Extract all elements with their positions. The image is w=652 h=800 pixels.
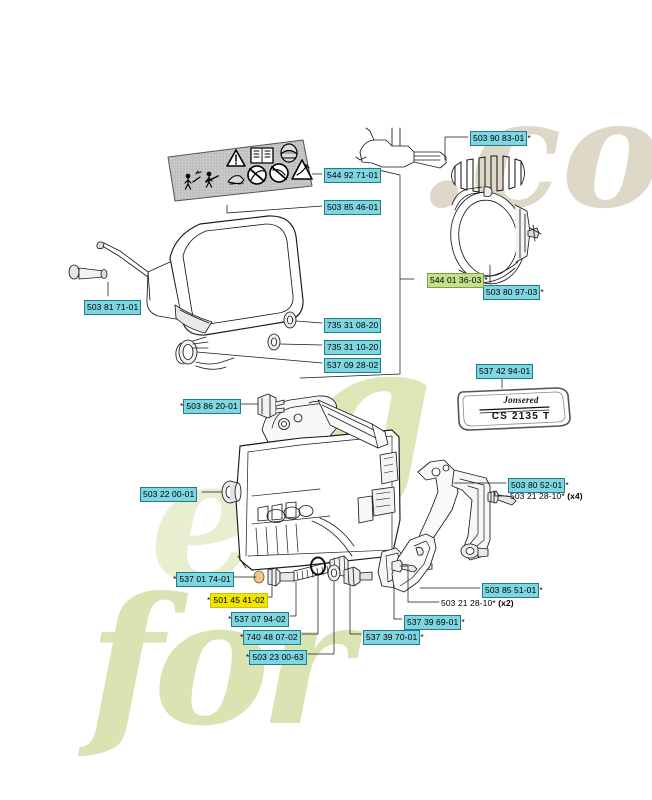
callout-503-85-46-01[interactable]: 503 85 46-01 <box>324 200 382 215</box>
callout-suffix: * <box>565 480 569 490</box>
callout-544-92-71-01[interactable]: 544 92 71-01 <box>324 168 382 183</box>
hose-clamp-art <box>450 186 542 285</box>
warning-decal-art <box>167 139 313 202</box>
callout-qty: (x2) <box>498 598 514 608</box>
callout-number: 501 45 41-02 <box>210 593 268 608</box>
callout-503-90-83-01[interactable]: 503 90 83-01* <box>470 131 531 146</box>
callout-537-39-70-01[interactable]: 537 39 70-01* <box>363 630 424 645</box>
callout-number: 503 23 00-63 <box>249 650 307 665</box>
callout-735-31-08-20[interactable]: 735 31 08-20 <box>324 318 382 333</box>
callout-number: 544 01 36-03 <box>427 273 485 288</box>
callout-number: 503 22 00-01 <box>140 487 198 502</box>
callout-number: 537 09 28-02 <box>324 358 382 373</box>
washer-large-art <box>221 480 242 504</box>
callout-740-48-07-02[interactable]: *740 48 07-02 <box>240 630 301 645</box>
callout-suffix: * <box>561 491 565 501</box>
nameplate-art <box>457 387 571 431</box>
brake-linkage-art <box>355 127 447 169</box>
callout-735-31-10-20[interactable]: 735 31 10-20 <box>324 340 382 355</box>
callout-number: 503 21 28-10 <box>510 491 562 501</box>
callout-number: 503 85 46-01 <box>324 200 382 215</box>
callout-number: 503 81 71-01 <box>84 300 142 315</box>
callout-prefix: * <box>207 595 211 605</box>
grommet-art <box>175 336 235 370</box>
leader-lines <box>107 136 509 655</box>
spring-art <box>451 155 525 193</box>
callout-number: 503 80 52-01 <box>508 478 566 493</box>
callout-503-86-20-01[interactable]: *503 86 20-01 <box>180 399 241 414</box>
callout-number: 503 90 83-01 <box>470 131 528 146</box>
callout-503-80-97-03[interactable]: 503 80 97-03* <box>483 285 544 300</box>
callout-number: 537 01 74-01 <box>176 572 234 587</box>
callout-501-45-41-02[interactable]: *501 45 41-02 <box>207 593 268 608</box>
callout-suffix: * <box>492 598 496 608</box>
callout-prefix: * <box>246 652 250 662</box>
nameplate-model: CS 2135 T <box>491 411 551 422</box>
callout-537-39-69-01[interactable]: 537 39 69-01* <box>404 615 465 630</box>
callout-544-01-36-03[interactable]: 544 01 36-03* <box>427 273 488 288</box>
callout-537-01-74-01[interactable]: *537 01 74-01 <box>173 572 234 587</box>
callout-suffix: * <box>527 133 531 143</box>
nameplate-brand: Jonsered <box>503 395 539 405</box>
bushing-a-art <box>283 311 297 329</box>
callout-503-21-28-10[interactable]: 503 21 28-10* (x2) <box>441 598 514 609</box>
pivot-pin-art <box>68 264 108 280</box>
clutch-cover-housing-art <box>235 395 401 571</box>
callout-503-81-71-01[interactable]: 503 81 71-01 <box>84 300 142 315</box>
callout-number: 740 48 07-02 <box>243 630 301 645</box>
callout-prefix: * <box>240 632 244 642</box>
callout-number: 503 85 51-01 <box>482 583 540 598</box>
callout-suffix: * <box>540 287 544 297</box>
callout-number: 503 80 97-03 <box>483 285 541 300</box>
callout-number: 537 42 94-01 <box>476 364 534 379</box>
callout-number: 537 39 70-01 <box>363 630 421 645</box>
clip-art <box>257 393 285 419</box>
callout-number: 735 31 10-20 <box>324 340 382 355</box>
callout-number: 544 92 71-01 <box>324 168 382 183</box>
bushing-b-art <box>267 333 281 351</box>
callout-number: 537 39 69-01 <box>404 615 462 630</box>
callout-number: 503 86 20-01 <box>183 399 241 414</box>
callout-suffix: * <box>484 275 488 285</box>
callout-number: 537 07 94-02 <box>231 612 289 627</box>
callout-qty: (x4) <box>567 491 583 501</box>
hand-guard-art <box>68 215 304 370</box>
callout-prefix: * <box>180 401 184 411</box>
callout-537-42-94-01[interactable]: 537 42 94-01 <box>476 364 534 379</box>
callout-number: 735 31 08-20 <box>324 318 382 333</box>
callout-503-85-51-01[interactable]: 503 85 51-01* <box>482 583 543 598</box>
callout-537-07-94-02[interactable]: *537 07 94-02 <box>228 612 289 627</box>
callout-503-80-52-01[interactable]: 503 80 52-01* <box>508 478 569 493</box>
callout-number: 503 21 28-10 <box>441 598 493 608</box>
callout-503-23-00-63[interactable]: *503 23 00-63 <box>246 650 307 665</box>
callout-suffix: * <box>461 617 465 627</box>
callout-537-09-28-02[interactable]: 537 09 28-02 <box>324 358 382 373</box>
callout-503-22-00-01[interactable]: 503 22 00-01 <box>140 487 198 502</box>
callout-prefix: * <box>173 574 177 584</box>
callout-suffix: * <box>539 585 543 595</box>
callout-503-21-28-10[interactable]: 503 21 28-10* (x4) <box>510 491 583 502</box>
callout-suffix: * <box>420 632 424 642</box>
callout-prefix: * <box>228 614 232 624</box>
